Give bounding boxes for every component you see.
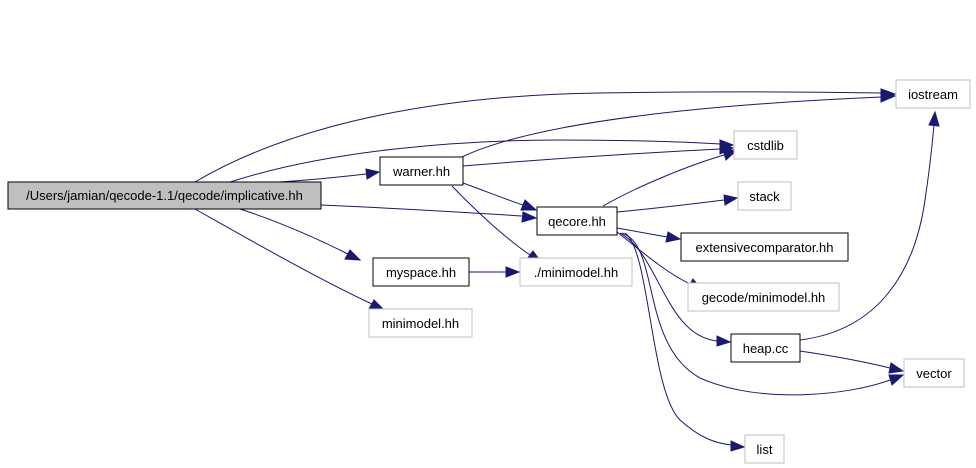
edge-qecore-cstdlib bbox=[602, 149, 739, 207]
edge-warner-dotmini bbox=[451, 185, 543, 263]
edge-heap-vector bbox=[799, 350, 905, 374]
nodes: /Users/jamian/qecode-1.1/qecode/implicat… bbox=[7, 79, 971, 464]
node-iostream-label: iostream bbox=[908, 87, 958, 102]
node-list-label: list bbox=[757, 442, 773, 457]
edge-root-myspace bbox=[239, 208, 362, 261]
edge-qecore-vector bbox=[621, 232, 905, 396]
edges bbox=[194, 88, 940, 452]
edge-root-cstdlib bbox=[229, 139, 735, 183]
edge-heap-iostream bbox=[799, 110, 940, 341]
node-warner-label: warner.hh bbox=[392, 164, 450, 179]
node-extcomp[interactable]: extensivecomparator.hh bbox=[680, 232, 849, 262]
node-myspace[interactable]: myspace.hh bbox=[372, 257, 470, 287]
node-list[interactable]: list bbox=[744, 434, 785, 464]
node-minimodel-label: minimodel.hh bbox=[382, 316, 459, 331]
node-qecore-label: qecore.hh bbox=[548, 214, 606, 229]
node-gecodemini[interactable]: gecode/minimodel.hh bbox=[687, 282, 840, 312]
edge-warner-iostream bbox=[461, 91, 897, 158]
node-warner[interactable]: warner.hh bbox=[379, 156, 464, 186]
node-vector[interactable]: vector bbox=[903, 358, 965, 388]
edge-qecore-extcomp bbox=[616, 227, 682, 243]
node-root-label: /Users/jamian/qecode-1.1/qecode/implicat… bbox=[26, 188, 303, 203]
node-cstdlib-label: cstdlib bbox=[747, 138, 784, 153]
edge-warner-cstdlib bbox=[462, 143, 735, 167]
node-minimodel[interactable]: minimodel.hh bbox=[368, 308, 473, 338]
node-heap[interactable]: heap.cc bbox=[730, 333, 801, 363]
node-stack-label: stack bbox=[749, 189, 780, 204]
edge-qecore-stack bbox=[616, 194, 739, 213]
node-root[interactable]: /Users/jamian/qecode-1.1/qecode/implicat… bbox=[7, 181, 322, 210]
edge-root-qecore bbox=[320, 204, 538, 223]
edge-myspace-dotmini bbox=[469, 266, 521, 278]
node-cstdlib[interactable]: cstdlib bbox=[733, 130, 798, 160]
edge-root-warner bbox=[279, 168, 381, 183]
node-vector-label: vector bbox=[916, 366, 952, 381]
node-iostream[interactable]: iostream bbox=[895, 79, 971, 109]
node-extcomp-label: extensivecomparator.hh bbox=[695, 240, 833, 255]
node-qecore[interactable]: qecore.hh bbox=[536, 206, 618, 236]
node-gecodemini-label: gecode/minimodel.hh bbox=[702, 290, 826, 305]
node-stack[interactable]: stack bbox=[737, 181, 792, 211]
node-heap-label: heap.cc bbox=[743, 341, 789, 356]
node-dotmini-label: ./minimodel.hh bbox=[534, 265, 619, 280]
node-myspace-label: myspace.hh bbox=[386, 265, 456, 280]
node-dotmini[interactable]: ./minimodel.hh bbox=[519, 257, 633, 287]
edge-warner-qecore bbox=[462, 182, 538, 211]
edge-qecore-list bbox=[624, 232, 746, 452]
